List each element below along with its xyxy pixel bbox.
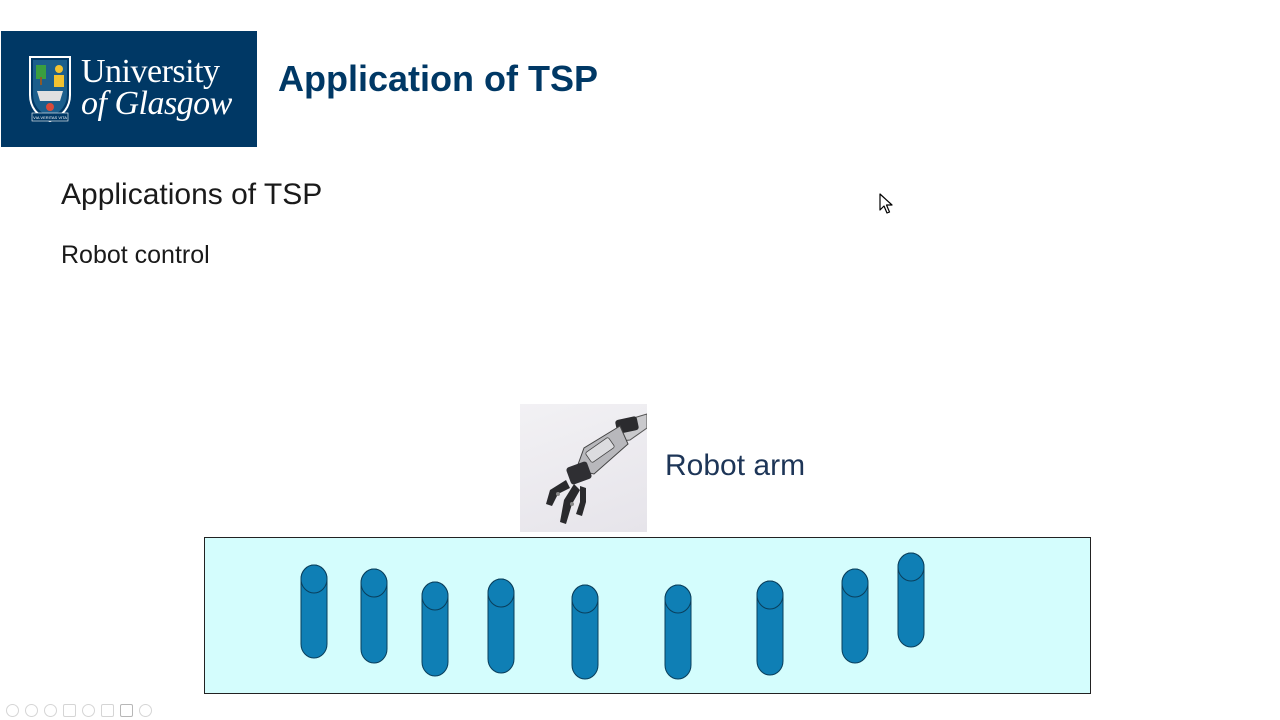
robot-arm-image	[520, 404, 648, 532]
robot-arm-icon	[546, 413, 648, 524]
arrow-cursor-icon	[879, 193, 893, 214]
peg-4	[487, 578, 515, 674]
slide-subtitle: Applications of TSP	[61, 178, 323, 211]
zoom-icon[interactable]	[82, 703, 95, 717]
slide-title: Application of TSP	[278, 58, 598, 99]
university-crest-icon: VIA VERITAS VITA	[29, 56, 71, 123]
pen-icon[interactable]	[44, 703, 57, 717]
peg-3	[421, 581, 449, 677]
workpiece-board	[204, 537, 1091, 694]
bullet-robot-control: Robot control	[61, 241, 210, 269]
previous-icon[interactable]	[6, 703, 19, 717]
wordmark-line-1: University	[81, 53, 220, 90]
svg-text:VIA VERITAS VITA: VIA VERITAS VITA	[33, 115, 67, 120]
university-logo: VIA VERITAS VITA University of Glasgow	[1, 31, 257, 147]
slideshow-toolbar	[6, 702, 152, 718]
peg-9	[897, 552, 925, 648]
next-icon[interactable]	[25, 703, 38, 717]
peg-7	[756, 580, 784, 676]
more-icon[interactable]	[139, 703, 152, 717]
copy-icon[interactable]	[63, 703, 76, 717]
robot-arm-label: Robot arm	[665, 449, 806, 482]
peg-5	[571, 584, 599, 680]
peg-2	[360, 568, 388, 664]
wordmark-line-2: of Glasgow	[81, 85, 232, 122]
peg-6	[664, 584, 692, 680]
university-wordmark: University of Glasgow	[81, 55, 232, 121]
peg-8	[841, 568, 869, 664]
peg-1	[300, 564, 328, 659]
screen-icon[interactable]	[101, 703, 114, 717]
video-icon[interactable]	[120, 703, 133, 717]
